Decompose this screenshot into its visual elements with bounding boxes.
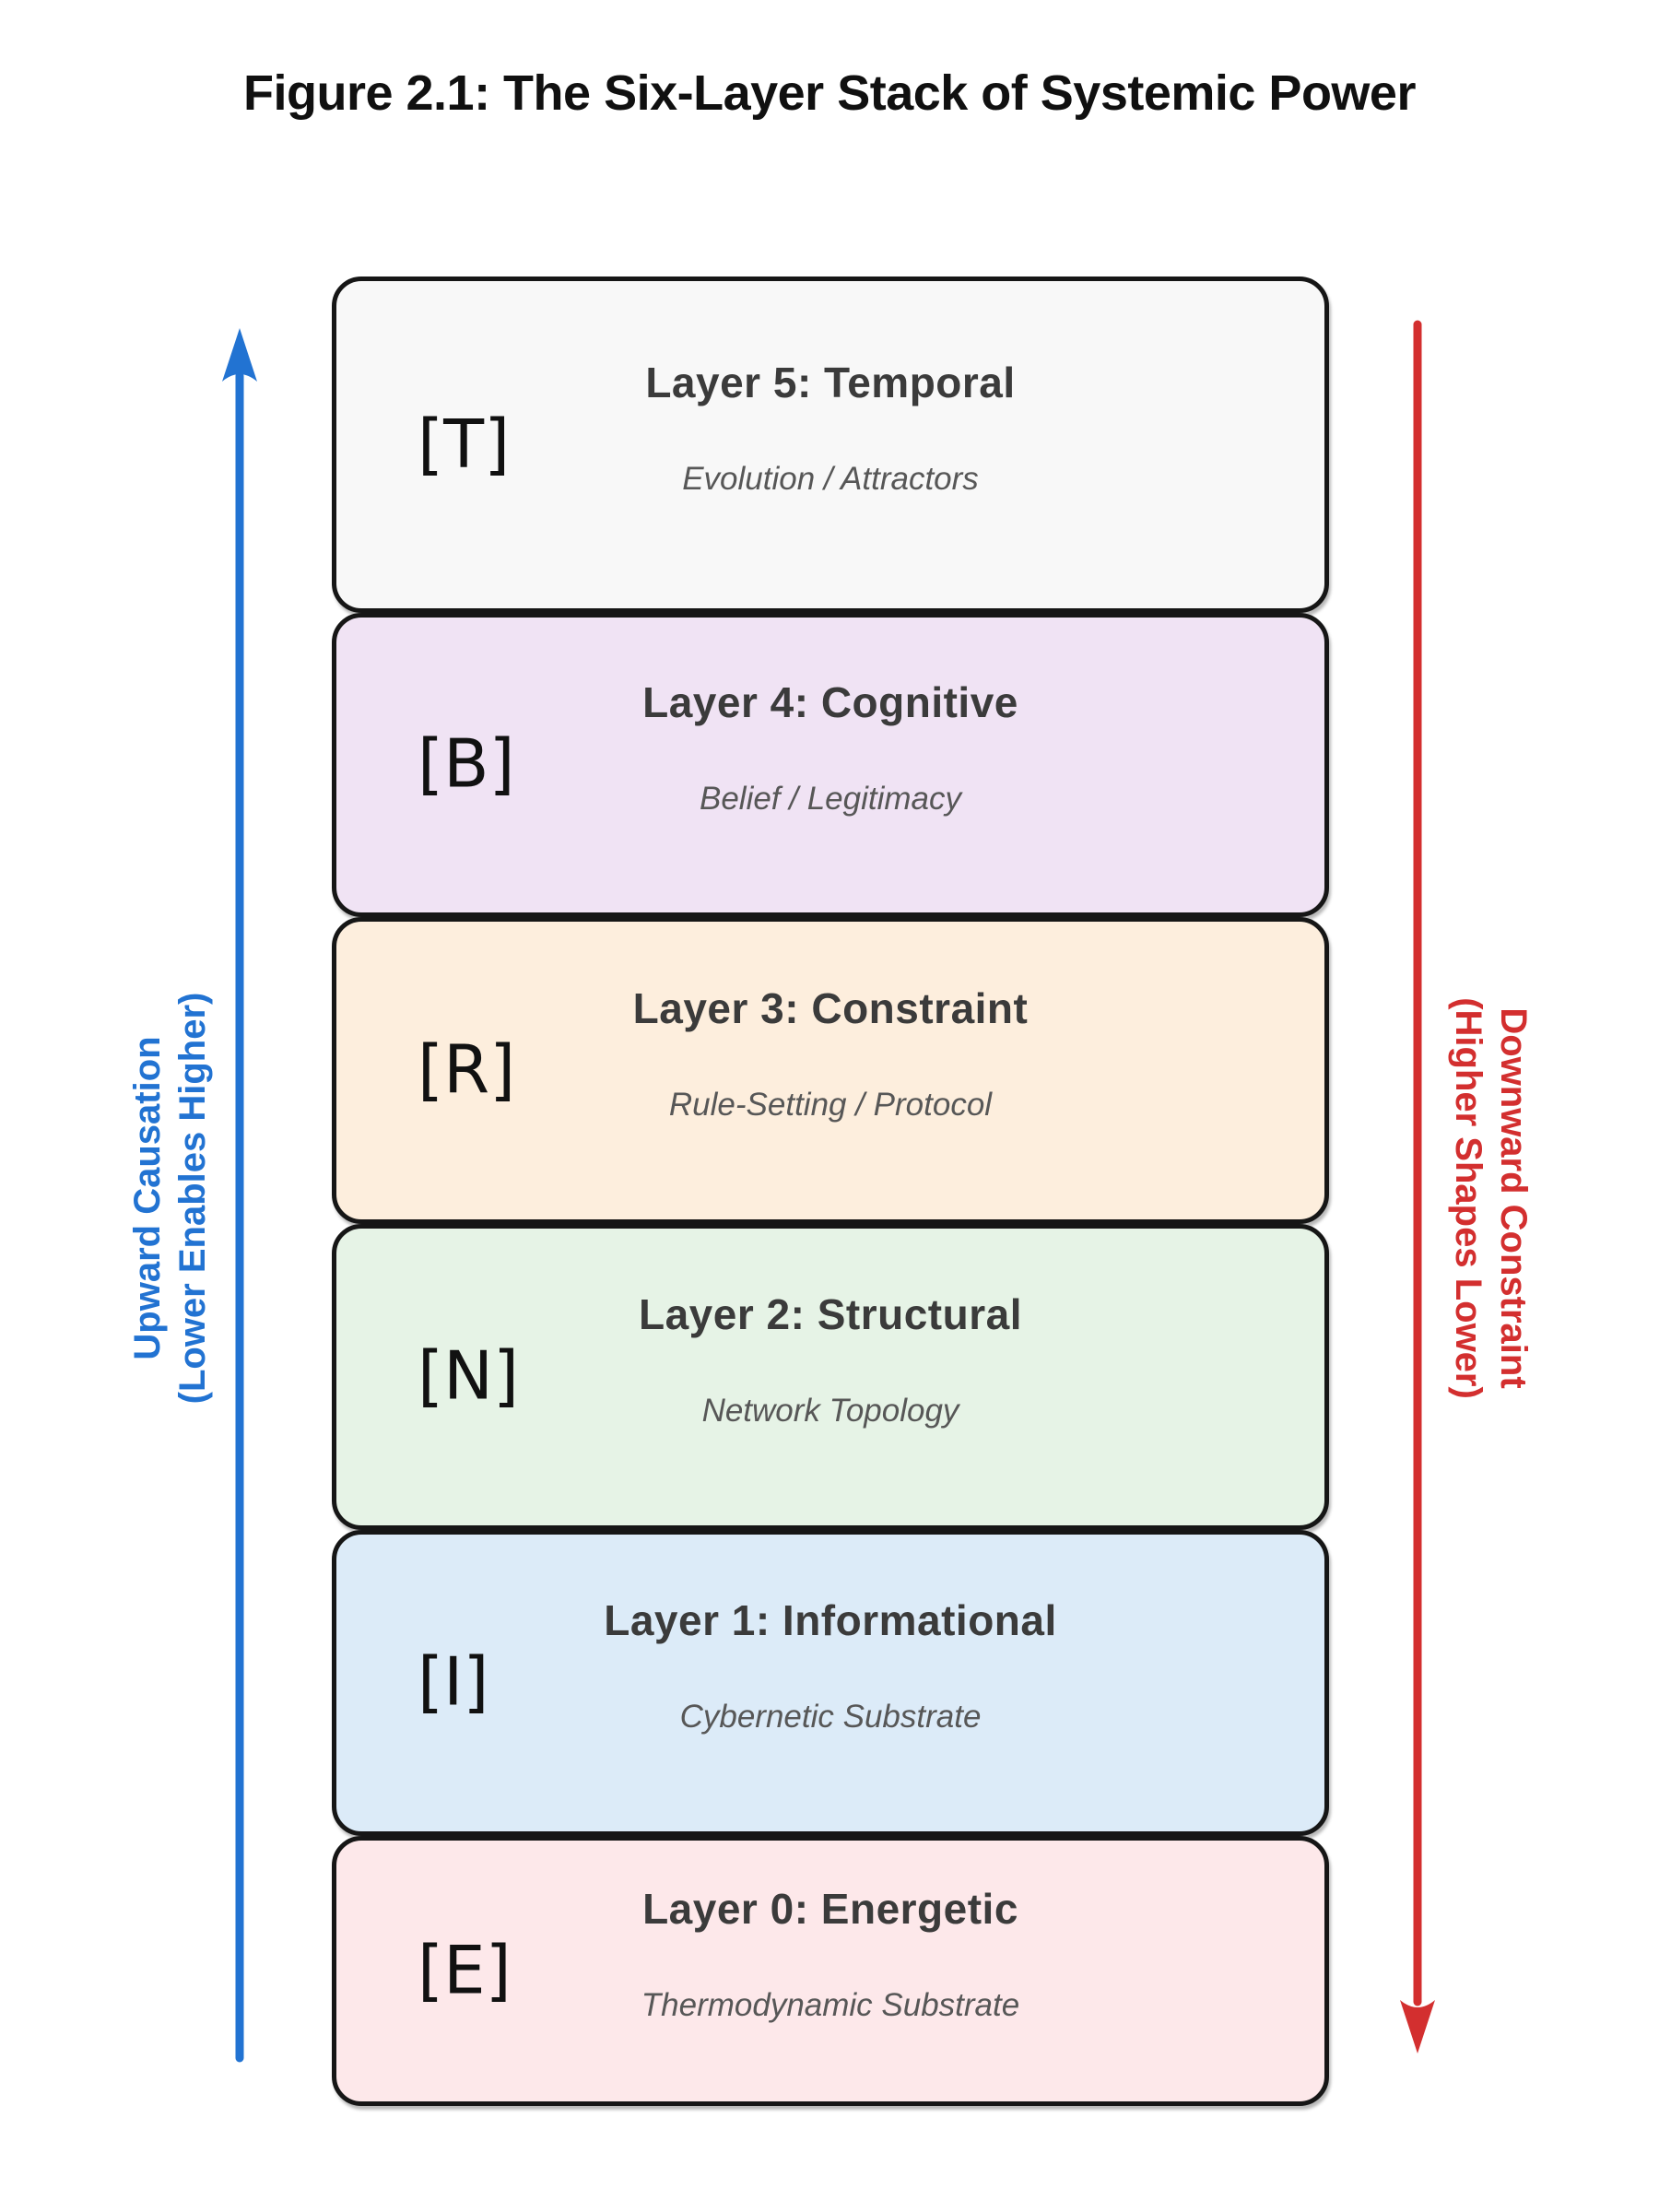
layer-3-title: Layer 3: Constraint	[632, 983, 1029, 1032]
downward-constraint-line1: Downward Constraint	[1492, 1007, 1534, 1389]
layer-5-code: [T]	[418, 404, 511, 482]
layer-card-1-informational: [I] Layer 1: Informational Cybernetic Su…	[332, 1530, 1329, 1836]
layer-2-subtitle: Network Topology	[701, 1393, 959, 1429]
layer-4-title: Layer 4: Cognitive	[642, 678, 1018, 726]
layer-stack: [T] Layer 5: Temporal Evolution / Attrac…	[332, 276, 1329, 2106]
upward-causation-label: Upward Causation (Lower Enables Higher)	[125, 993, 216, 1405]
layer-4-subtitle: Belief / Legitimacy	[699, 781, 962, 817]
downward-constraint-line2: (Higher Shapes Lower)	[1448, 997, 1488, 1399]
layer-1-code: [I]	[418, 1642, 489, 1721]
layer-0-subtitle: Thermodynamic Substrate	[641, 1986, 1020, 2023]
layer-card-2-structural: [N] Layer 2: Structural Network Topology	[332, 1224, 1329, 1530]
downward-constraint-label: Downward Constraint (Higher Shapes Lower…	[1445, 997, 1535, 1399]
layer-2-code: [N]	[418, 1336, 520, 1415]
layer-0-title: Layer 0: Energetic	[642, 1884, 1018, 1933]
layer-5-title: Layer 5: Temporal	[645, 358, 1016, 406]
layer-card-5-temporal: [T] Layer 5: Temporal Evolution / Attrac…	[332, 276, 1329, 613]
layer-3-code: [R]	[418, 1030, 516, 1108]
layer-0-code: [E]	[418, 1930, 512, 2008]
layer-card-0-energetic: [E] Layer 0: Energetic Thermodynamic Sub…	[332, 1836, 1329, 2106]
layer-card-3-constraint: [R] Layer 3: Constraint Rule-Setting / P…	[332, 917, 1329, 1224]
upward-arrow-head-icon	[222, 328, 257, 382]
downward-arrow-head-icon	[1400, 2000, 1435, 2053]
layer-3-subtitle: Rule-Setting / Protocol	[668, 1086, 993, 1123]
upward-causation-line1: Upward Causation	[127, 1036, 169, 1360]
layer-1-title: Layer 1: Informational	[604, 1596, 1057, 1644]
layer-1-subtitle: Cybernetic Substrate	[679, 1699, 982, 1735]
layer-card-4-cognitive: [B] Layer 4: Cognitive Belief / Legitima…	[332, 613, 1329, 917]
figure-title: Figure 2.1: The Six-Layer Stack of Syste…	[243, 65, 1416, 121]
layer-5-subtitle: Evolution / Attractors	[682, 460, 979, 497]
layer-4-code: [B]	[418, 724, 515, 803]
layer-2-title: Layer 2: Structural	[639, 1290, 1022, 1338]
upward-causation-line2: (Lower Enables Higher)	[172, 992, 213, 1405]
